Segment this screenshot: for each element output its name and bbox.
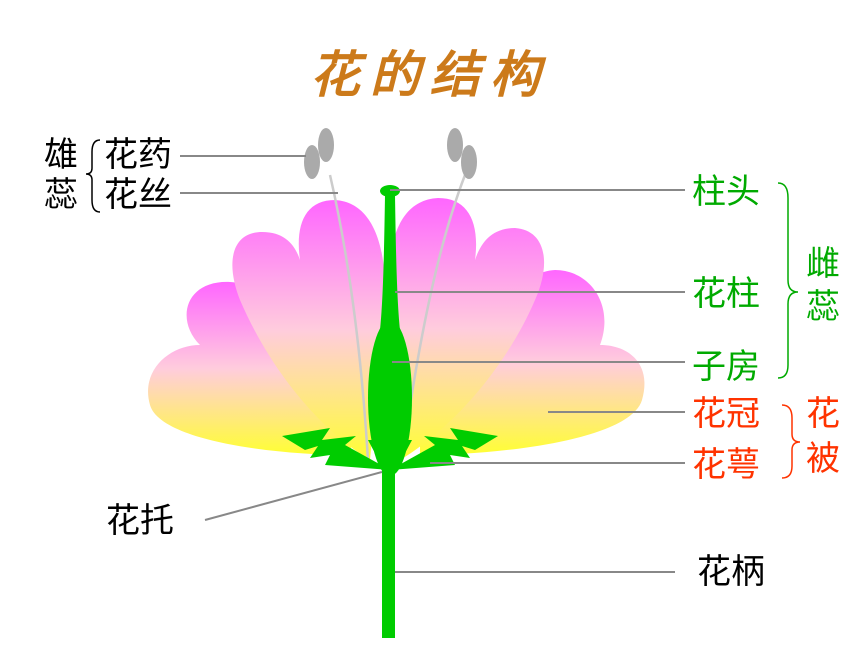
braces [85, 139, 801, 479]
label-filament: 花丝 [104, 175, 172, 215]
calyx [282, 428, 498, 470]
petal-far-left [148, 281, 355, 455]
sepal-left [282, 428, 390, 470]
leader-lines [180, 155, 685, 573]
anther-right-a [447, 128, 463, 162]
page-title: 花的结构 [310, 45, 550, 104]
perianth-brace [781, 404, 801, 479]
receptacle-base [368, 440, 412, 472]
label-stigma: 柱头 [692, 172, 760, 212]
label-anther: 花药 [104, 135, 172, 175]
sepal-right [390, 428, 498, 470]
anther-left-a [318, 128, 334, 162]
anther-left-b [304, 145, 320, 179]
filament-left [328, 174, 370, 461]
label-calyx: 花萼 [692, 445, 760, 485]
stamen-brace [85, 139, 101, 213]
pistil-group-label-1: 雌 [806, 244, 840, 284]
perianth-group-label-1: 花 [806, 394, 840, 434]
leader-receptacle [204, 471, 383, 521]
pistil-group-label-2: 蕊 [806, 287, 840, 327]
corolla [148, 198, 645, 460]
label-receptacle: 花托 [106, 501, 174, 541]
label-style: 花柱 [692, 274, 760, 314]
stamen-group-label-2: 蕊 [44, 175, 78, 215]
ovary [368, 320, 412, 476]
label-corolla: 花冠 [692, 394, 760, 434]
style [380, 195, 400, 330]
anthers [304, 128, 477, 179]
pedicel-stem [382, 468, 395, 638]
petal-right [388, 198, 545, 460]
label-ovary: 子房 [692, 347, 760, 387]
stamen-group-label-1: 雄 [44, 135, 78, 175]
label-pedicel: 花柄 [697, 552, 765, 592]
perianth-group-label-2: 被 [806, 439, 840, 479]
pistil-brace [777, 182, 799, 379]
anther-right-b [461, 145, 477, 179]
